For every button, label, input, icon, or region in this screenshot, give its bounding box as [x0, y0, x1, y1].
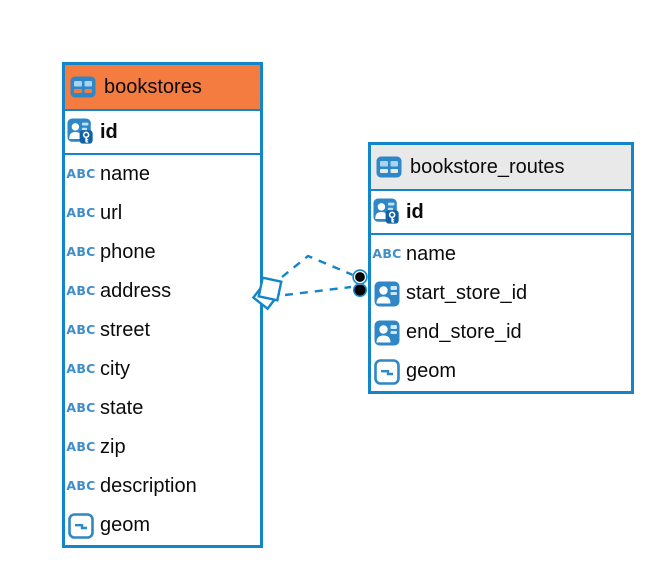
primary-key-icon	[67, 117, 95, 147]
column-row-end-store-id[interactable]: end_store_id	[371, 313, 631, 352]
table-bookstores-header[interactable]: bookstores	[65, 65, 260, 111]
table-icon	[70, 76, 96, 98]
column-row-url[interactable]: ABC url	[65, 194, 260, 233]
reference-type-icon	[374, 281, 400, 307]
primary-key-name: id	[406, 200, 424, 223]
table-name: bookstore_routes	[410, 155, 565, 178]
relationship-endpoint-dot-upper-gap	[352, 269, 368, 285]
column-row-phone[interactable]: ABC phone	[65, 233, 260, 272]
column-row-geom[interactable]: geom	[371, 352, 631, 391]
column-row-description[interactable]: ABC description	[65, 467, 260, 506]
geometry-type-icon	[374, 359, 400, 385]
primary-key-row[interactable]: id	[371, 191, 631, 235]
text-type-icon: ABC	[66, 283, 96, 299]
column-name: zip	[100, 436, 126, 458]
text-type-icon: ABC	[66, 205, 96, 221]
column-name: end_store_id	[406, 321, 522, 343]
relationship-endpoint-dot-upper[interactable]	[355, 272, 365, 282]
relationship-endpoint-dot-upper-ring	[352, 269, 368, 285]
column-name: name	[406, 243, 457, 265]
text-type-icon: ABC	[66, 361, 96, 377]
text-type-icon: ABC	[66, 322, 96, 338]
text-type-icon: ABC	[66, 439, 96, 455]
table-bookstore-routes[interactable]: bookstore_routes id ABC name start_store…	[368, 142, 634, 394]
column-name: phone	[100, 241, 156, 263]
text-type-icon: ABC	[372, 246, 402, 262]
primary-key-row[interactable]: id	[65, 111, 260, 155]
text-type-icon: ABC	[66, 478, 96, 494]
relationship-line-lower[interactable]	[284, 285, 352, 297]
column-name: url	[100, 202, 123, 224]
text-type-icon: ABC	[66, 166, 96, 182]
column-row-name[interactable]: ABC name	[371, 235, 631, 274]
column-row-state[interactable]: ABC state	[65, 389, 260, 428]
table-bookstore-routes-header[interactable]: bookstore_routes	[371, 145, 631, 191]
geometry-type-icon	[68, 513, 94, 539]
text-type-icon: ABC	[66, 400, 96, 416]
column-row-name[interactable]: ABC name	[65, 155, 260, 194]
column-row-street[interactable]: ABC street	[65, 311, 260, 350]
column-name: name	[100, 163, 151, 185]
relationship-line-upper[interactable]	[281, 254, 354, 278]
table-icon	[376, 156, 402, 178]
column-name: address	[100, 280, 172, 302]
column-name: start_store_id	[406, 282, 528, 304]
column-name: geom	[100, 514, 151, 536]
column-row-address[interactable]: ABC address	[65, 272, 260, 311]
column-name: description	[100, 475, 197, 497]
column-row-zip[interactable]: ABC zip	[65, 428, 260, 467]
text-type-icon: ABC	[66, 244, 96, 260]
column-row-city[interactable]: ABC city	[65, 350, 260, 389]
primary-key-icon	[373, 197, 401, 227]
column-name: geom	[406, 360, 457, 382]
reference-type-icon	[374, 320, 400, 346]
column-name: city	[100, 358, 130, 380]
column-name: street	[100, 319, 151, 341]
column-row-start-store-id[interactable]: start_store_id	[371, 274, 631, 313]
primary-key-name: id	[100, 120, 118, 143]
column-list: ABC name ABC url ABC phone ABC address A…	[65, 155, 260, 545]
column-row-geom[interactable]: geom	[65, 506, 260, 545]
column-list: ABC name start_store_id end_store_id geo…	[371, 235, 631, 391]
table-name: bookstores	[104, 75, 202, 98]
table-bookstores[interactable]: bookstores id ABC name ABC url ABC phone…	[62, 62, 263, 548]
relationship-endpoint-dot-lower[interactable]	[352, 282, 367, 297]
column-name: state	[100, 397, 144, 419]
